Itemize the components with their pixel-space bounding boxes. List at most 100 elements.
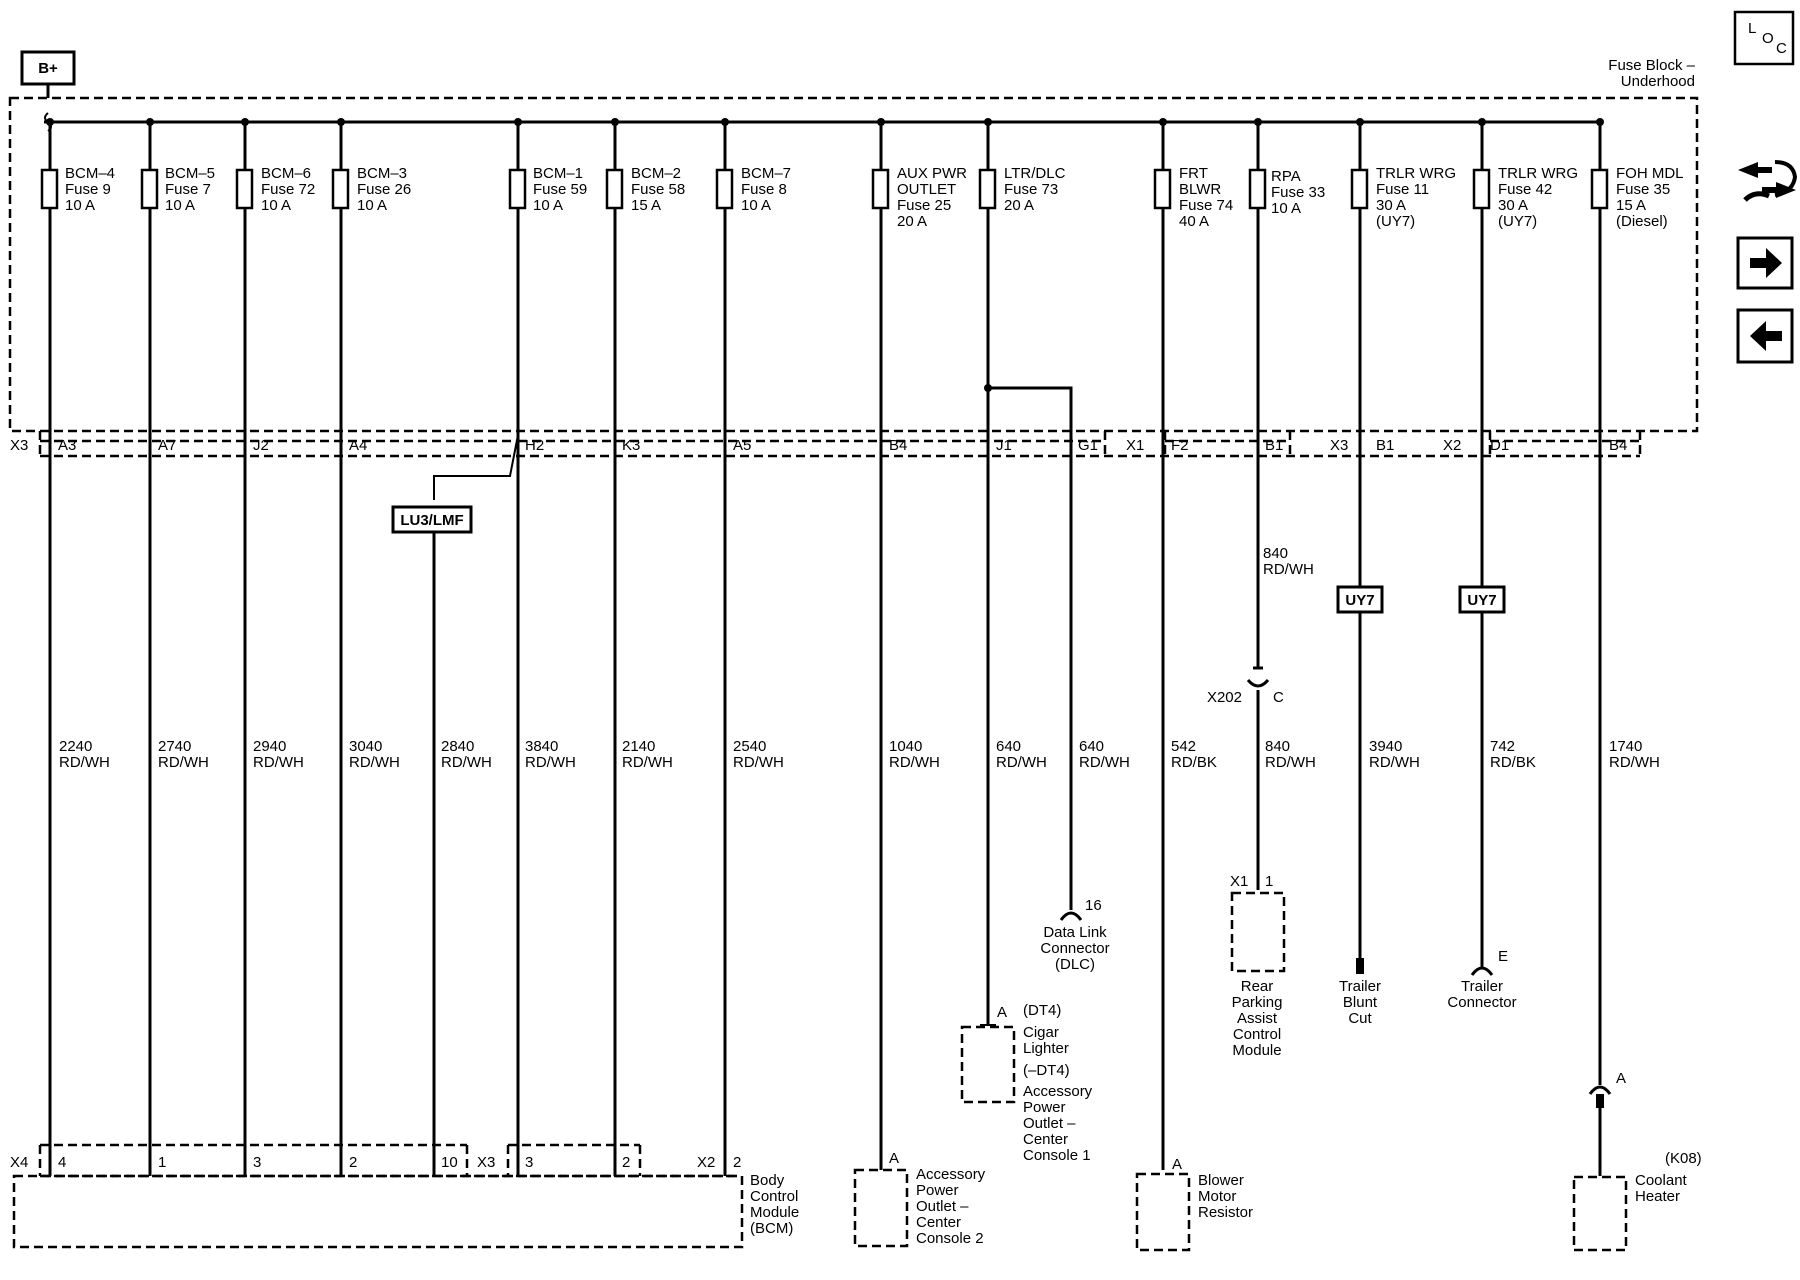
bcm-connector-strip: [38, 1143, 740, 1178]
fuse-label: 40 A: [1179, 213, 1209, 230]
cigar-option-1: (DT4): [1023, 1002, 1061, 1019]
aux2-line: Accessory: [916, 1166, 986, 1183]
fuse-label: Fuse 11: [1376, 181, 1429, 198]
trailer-connector-label: Trailer Connector: [1447, 978, 1516, 1011]
connector-x3b-label: X3: [1330, 437, 1348, 454]
next-arrow-icon[interactable]: [1736, 236, 1794, 290]
fuse-label: BCM–1: [533, 165, 583, 182]
wire-label: 3040: [349, 738, 382, 755]
fuse-label: BCM–5: [165, 165, 215, 182]
splice-label: X202: [1207, 689, 1242, 706]
cigar-name-line: Center: [1023, 1131, 1068, 1148]
pin-label: A3: [58, 437, 76, 454]
rpa-label-line: Parking: [1232, 994, 1283, 1011]
bcm-pin: 2: [622, 1154, 630, 1171]
blower-line: Motor: [1198, 1188, 1236, 1205]
loc-button[interactable]: L O C: [1733, 10, 1795, 66]
trailer-conn-line: Trailer: [1461, 978, 1503, 995]
cigar-name-line: Outlet –: [1023, 1115, 1076, 1132]
coolant-heater-line: Coolant: [1635, 1172, 1688, 1189]
wire-label: RD/BK: [1490, 754, 1536, 771]
fuse-label: 10 A: [1271, 200, 1301, 217]
fuse-label: (Diesel): [1616, 213, 1668, 230]
wire-label: RD/WH: [1369, 754, 1420, 771]
pin-label: J1: [996, 437, 1012, 454]
fuse-label: (UY7): [1498, 213, 1537, 230]
fuse-label: OUTLET: [897, 181, 956, 198]
rpa-label: Rear Parking Assist Control Module: [1232, 978, 1283, 1059]
coolant-heater-pin: A: [1616, 1070, 1626, 1087]
fuse-label: BCM–2: [631, 165, 681, 182]
fuse-label: BCM–7: [741, 165, 791, 182]
fuse-label: Fuse 72: [261, 181, 315, 198]
aux2-line: Outlet –: [916, 1198, 969, 1215]
fuse-label: 15 A: [631, 197, 661, 214]
fuse-ltr-dlc: [978, 168, 997, 210]
pin-label: A5: [733, 437, 751, 454]
fuse-bcm-7: [715, 168, 734, 210]
cigar-name-line: Cigar: [1023, 1024, 1059, 1041]
fuse-foh-mdl: [1590, 168, 1609, 210]
fuse-label: 10 A: [741, 197, 771, 214]
wire-label: RD/WH: [253, 754, 304, 771]
loc-letter: O: [1762, 30, 1774, 47]
blower-resistor-box: [1135, 1172, 1191, 1252]
option-uy7-box-2: [1458, 585, 1506, 614]
wiring-icon[interactable]: [1738, 160, 1798, 202]
fuse-label: TRLR WRG: [1498, 165, 1578, 182]
loc-letter: C: [1776, 40, 1787, 57]
pin-label: B4: [889, 437, 907, 454]
fuse-trlr-wrg-11: [1350, 168, 1369, 210]
bcm-name-line: Module: [750, 1204, 799, 1221]
bcm-box: [12, 1174, 744, 1249]
wire-label: 2140: [622, 738, 655, 755]
fuse-label: Fuse 59: [533, 181, 587, 198]
wire-label: 840: [1265, 738, 1290, 755]
bcm-pin: 10: [441, 1154, 458, 1171]
option-lu3-lmf-box: [391, 505, 473, 534]
fuse-labels: BCM–4 Fuse 9 10 A BCM–5 Fuse 7 10 A BCM–…: [65, 165, 1684, 230]
coolant-heater-code: (K08): [1665, 1150, 1702, 1167]
pin-label: B1: [1265, 437, 1283, 454]
fuse-bcm-1: [508, 168, 527, 210]
aux2-pin: A: [889, 1150, 899, 1167]
fuse-trlr-wrg-42: [1472, 168, 1491, 210]
fuse-label: 10 A: [261, 197, 291, 214]
wire-labels: 2240 RD/WH 2740 RD/WH 2940 RD/WH 3040 RD…: [59, 738, 1660, 771]
aux-outlet-2-box: [853, 1168, 909, 1248]
fuse-label: Fuse 73: [1004, 181, 1058, 198]
wire-label: 640: [996, 738, 1021, 755]
wire-label: 2740: [158, 738, 191, 755]
bcm-name-line: Body: [750, 1172, 785, 1189]
blower-pin: A: [1172, 1156, 1182, 1173]
option-lu3-lmf-label: LU3/LMF: [400, 512, 463, 529]
option-uy7-label-2: UY7: [1467, 592, 1496, 609]
fuse-label: Fuse 26: [357, 181, 411, 198]
connector-x2-label: X2: [1443, 437, 1461, 454]
trailer-blunt-line: Cut: [1348, 1010, 1372, 1027]
cigar-lighter-box: [960, 1025, 1016, 1104]
fuse-bcm-6: [235, 168, 254, 210]
trailer-blunt-cut-label: Trailer Blunt Cut: [1339, 978, 1381, 1027]
connector-x3-label: X3: [10, 437, 28, 454]
fuse-bcm-3: [331, 168, 350, 210]
prev-arrow-icon[interactable]: [1736, 308, 1794, 364]
dlc-label-line: (DLC): [1055, 956, 1095, 973]
fuse-label: Fuse 8: [741, 181, 787, 198]
aux2-line: Power: [916, 1182, 959, 1199]
rpa-pin: 1: [1265, 873, 1273, 890]
fuse-bcm-2: [605, 168, 624, 210]
pin-label: B1: [1376, 437, 1394, 454]
bcm-name-line: Control: [750, 1188, 798, 1205]
bcm-pin: 2: [349, 1154, 357, 1171]
fuse-frt-blwr: [1153, 168, 1172, 210]
bcm-conn-x3: X3: [477, 1154, 495, 1171]
dlc-label: Data Link Connector (DLC): [1040, 924, 1109, 973]
fuse-label: Fuse 74: [1179, 197, 1233, 214]
coolant-heater-box: [1572, 1175, 1628, 1252]
header-connector-strip: [38, 431, 1642, 458]
bcm-conn-x2: X2: [697, 1154, 715, 1171]
fuse-label: BCM–3: [357, 165, 407, 182]
fuse-label: Fuse 25: [897, 197, 951, 214]
